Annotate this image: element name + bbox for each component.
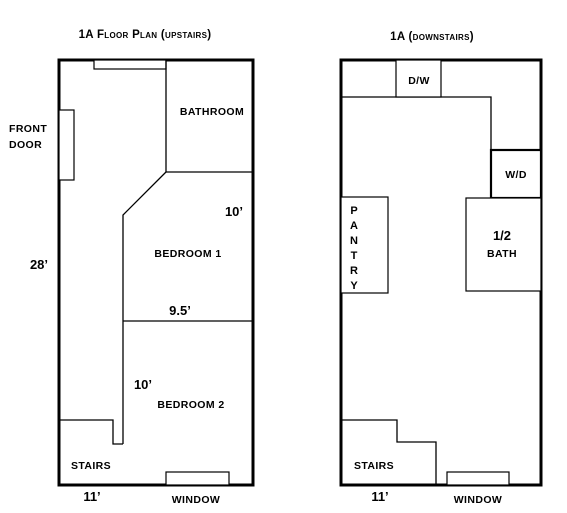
downstairs-width: 11’ — [371, 489, 388, 504]
upstairs-window — [165, 471, 230, 486]
pantry-letter-t: T — [351, 250, 358, 262]
pantry-letter-y: Y — [350, 280, 358, 292]
bedroom1-walls — [122, 171, 167, 444]
pantry-letter-p: P — [350, 205, 357, 217]
front-door-label-2: DOOR — [9, 139, 42, 151]
downstairs-stairs-walls — [341, 419, 437, 485]
bedroom2-label: BEDROOM 2 — [157, 399, 224, 411]
downstairs-title: 1A (downstairs) — [390, 31, 474, 43]
bedroom1-depth: 10’ — [225, 204, 243, 219]
bedroom1-width: 9.5’ — [169, 303, 191, 318]
upstairs-length: 28’ — [30, 257, 48, 272]
pantry-letter-a: A — [350, 220, 358, 232]
front-door-label-1: FRONT — [9, 123, 47, 135]
downstairs-stairs-label: STAIRS — [354, 460, 394, 472]
washer-dryer-label: W/D — [505, 169, 527, 181]
upstairs-outline — [57, 58, 255, 487]
pantry-letter-r: R — [350, 265, 358, 277]
bedroom1-label: BEDROOM 1 — [154, 248, 221, 260]
upstairs-title: 1A Floor Plan (upstairs) — [79, 29, 212, 41]
upstairs-stairs-walls — [59, 419, 123, 445]
front-door — [58, 109, 75, 181]
upstairs-window-label: WINDOW — [172, 494, 220, 506]
pantry-letter-n: N — [350, 235, 358, 247]
bedroom2-depth: 10’ — [134, 377, 152, 392]
dishwasher — [395, 59, 442, 98]
bathroom-label: BATHROOM — [180, 106, 244, 118]
half-bath-label-2: BATH — [487, 248, 517, 260]
half-bath — [465, 197, 542, 292]
downstairs-window — [446, 471, 510, 486]
dishwasher-label: D/W — [408, 75, 430, 87]
upstairs-stairs-label: STAIRS — [71, 460, 111, 472]
upstairs-width: 11’ — [83, 489, 100, 504]
pantry — [340, 196, 389, 294]
half-bath-label-1: 1/2 — [493, 228, 511, 243]
upstairs-top-window — [93, 59, 167, 70]
downstairs-window-label: WINDOW — [454, 494, 502, 506]
